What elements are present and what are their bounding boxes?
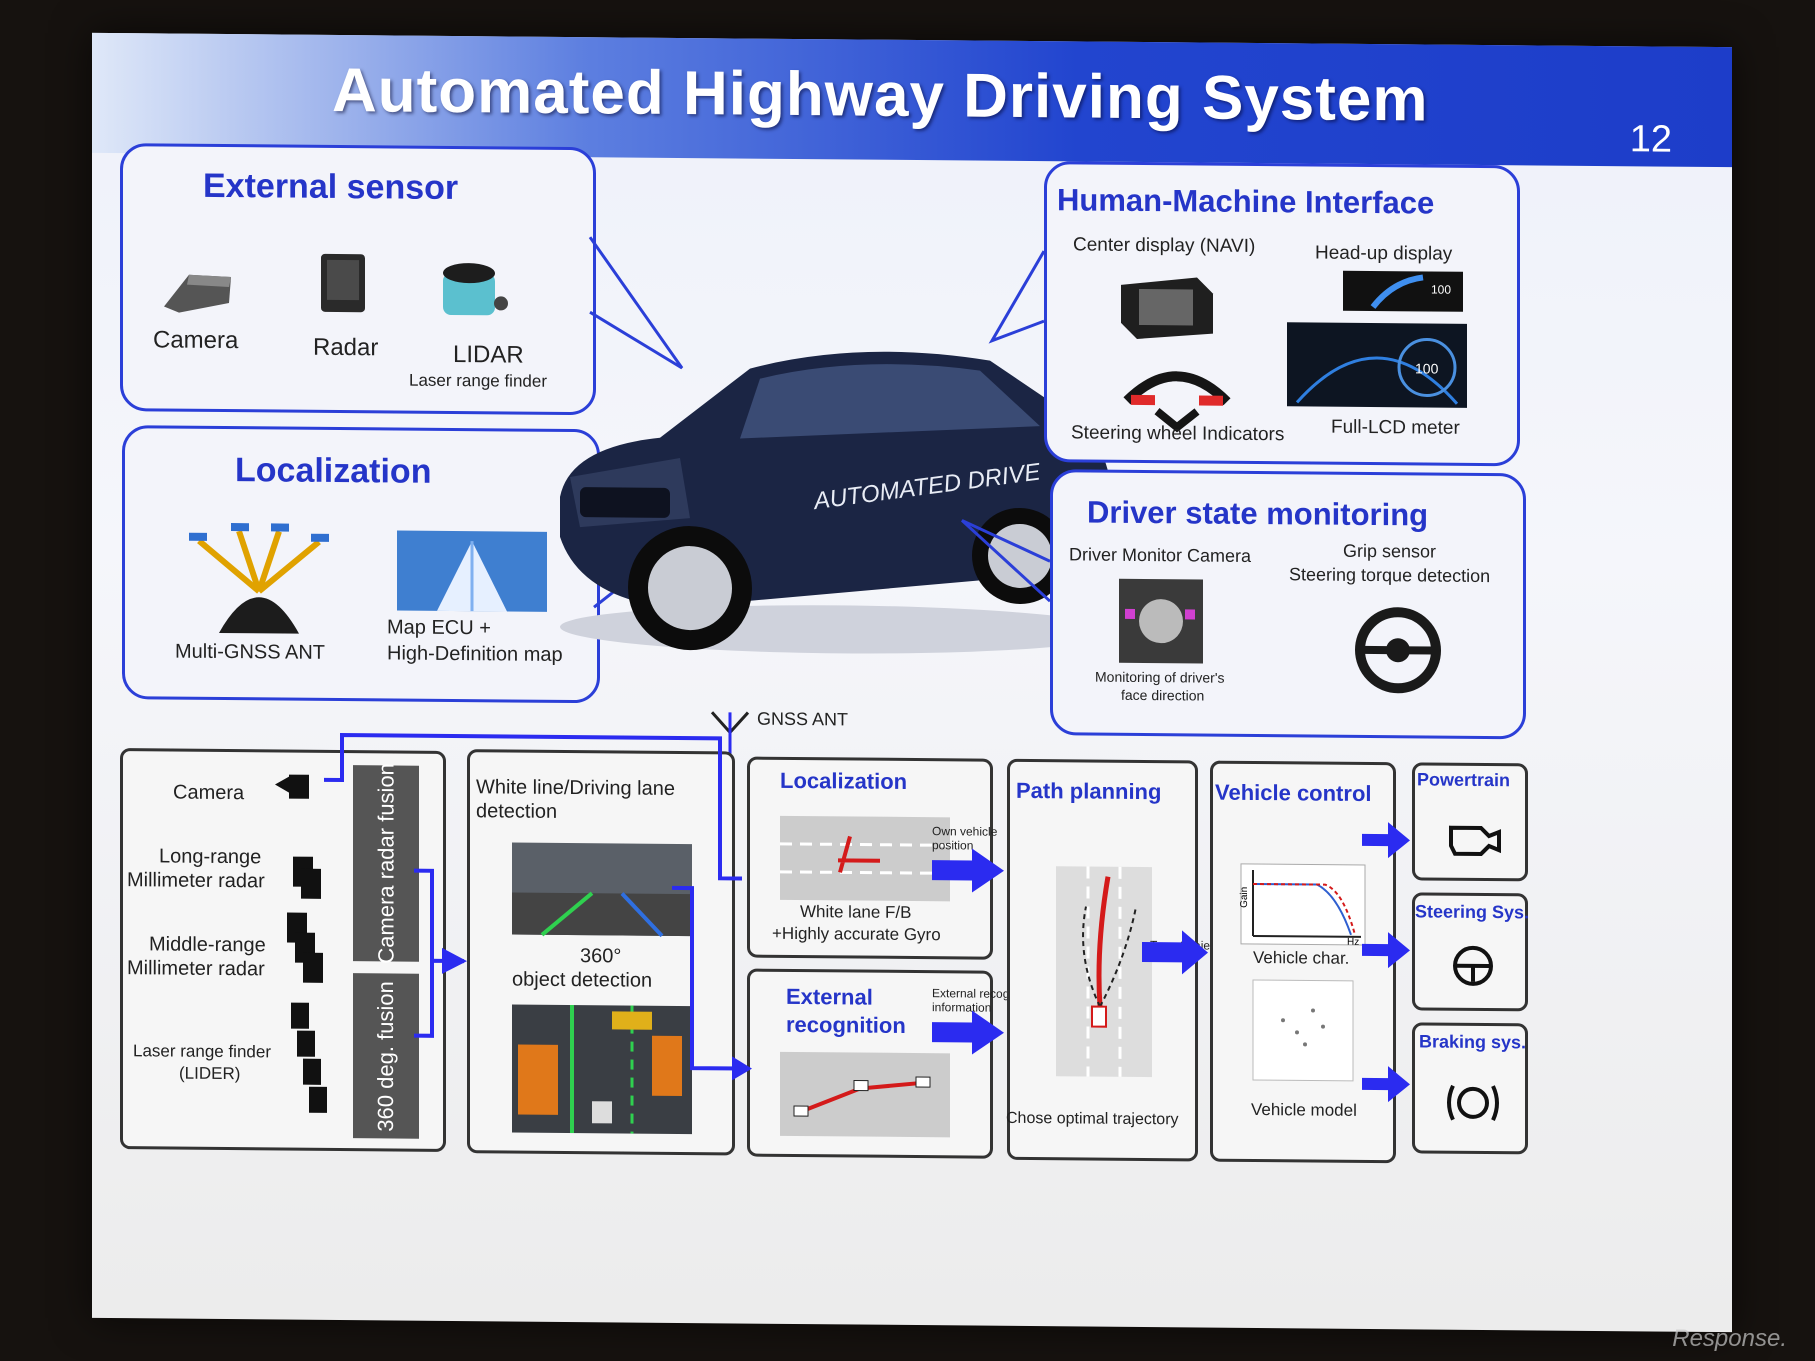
hmi-title: Human-Machine Interface bbox=[1057, 182, 1434, 221]
object-detection-label-2: object detection bbox=[512, 969, 652, 993]
monitor-face-label-1: Monitoring of driver's bbox=[1095, 669, 1225, 686]
braking-box: Braking sys. bbox=[1412, 1022, 1528, 1154]
vehicle-model-image bbox=[1253, 980, 1353, 1081]
center-display-label: Center display (NAVI) bbox=[1073, 234, 1255, 258]
middle-range-label-1: Middle-range bbox=[149, 933, 266, 957]
radar-label: Radar bbox=[313, 334, 378, 363]
radar-icon bbox=[313, 250, 373, 323]
vehicle-control-title: Vehicle control bbox=[1215, 780, 1372, 807]
lidar-sublabel: Laser range finder bbox=[409, 371, 547, 392]
external-sensor-panel: External sensor Camera Radar LIDAR Laser… bbox=[120, 143, 596, 415]
driver-camera-label: Driver Monitor Camera bbox=[1069, 544, 1251, 567]
hd-map-label: High-Definition map bbox=[387, 642, 563, 667]
path-planning-image bbox=[1056, 866, 1152, 1077]
flow-connectors bbox=[92, 33, 102, 43]
360-fusion-label: 360 deg. fusion bbox=[373, 981, 399, 1132]
steering-wheel-icon bbox=[1353, 605, 1443, 696]
external-sensor-title: External sensor bbox=[203, 167, 458, 208]
torque-label: Steering torque detection bbox=[1289, 564, 1490, 587]
center-display-icon bbox=[1117, 273, 1217, 344]
vehicle-char-label: Vehicle char. bbox=[1253, 948, 1349, 969]
steering-box: Steering Sys. bbox=[1412, 892, 1528, 1011]
powertrain-label: Powertrain bbox=[1417, 769, 1510, 791]
own-position-label-2: position bbox=[932, 838, 973, 852]
lidar-icon bbox=[435, 251, 515, 324]
localization-title: Localization bbox=[235, 451, 431, 492]
white-line-title-2: detection bbox=[476, 800, 557, 824]
external-info-label-2: information bbox=[932, 1000, 991, 1015]
external-recognition-title-2: recognition bbox=[786, 1012, 906, 1039]
gnss-label: Multi-GNSS ANT bbox=[175, 641, 325, 665]
lane-camera-image bbox=[512, 843, 692, 937]
slide: Automated Highway Driving System 12 Exte… bbox=[92, 33, 1732, 1332]
camera-radar-fusion-band: Camera radar fusion bbox=[353, 765, 419, 962]
braking-label: Braking sys. bbox=[1419, 1031, 1526, 1053]
lcd-speed: 100 bbox=[1415, 360, 1439, 376]
path-planning-title: Path planning bbox=[1016, 778, 1161, 805]
white-lane-label: White lane F/B bbox=[800, 902, 912, 923]
driver-state-title: Driver state monitoring bbox=[1087, 495, 1428, 534]
laser-label-1: Laser range finder bbox=[133, 1041, 271, 1062]
lidar-label: LIDAR bbox=[453, 341, 524, 370]
long-range-label-1: Long-range bbox=[159, 845, 261, 869]
360-fusion-band: 360 deg. fusion bbox=[353, 973, 419, 1139]
page-number: 12 bbox=[1630, 118, 1672, 161]
map-ecu-label: Map ECU + bbox=[387, 616, 491, 640]
external-recognition-title-1: External bbox=[786, 984, 873, 1011]
hz-axis-label: Hz bbox=[1347, 937, 1359, 948]
flow-localization-box: Localization White lane F/B +Highly accu… bbox=[747, 757, 993, 960]
camera-label: Camera bbox=[153, 326, 238, 355]
camera-radar-fusion-label: Camera radar fusion bbox=[373, 763, 399, 964]
steering-indicator-icon bbox=[1117, 361, 1237, 432]
object-detection-image bbox=[512, 1005, 692, 1135]
lcd-meter-icon: 100 bbox=[1287, 322, 1467, 408]
hud-icon: 100 bbox=[1343, 271, 1463, 312]
hd-map-icon bbox=[397, 531, 547, 612]
laser-label-2: (LIDER) bbox=[179, 1064, 240, 1085]
detection-box: White line/Driving lane detection 360° o… bbox=[467, 749, 735, 1155]
chose-trajectory-label: Chose optimal trajectory bbox=[1006, 1110, 1179, 1130]
brake-icon bbox=[1445, 1078, 1501, 1128]
flow-localization-title: Localization bbox=[780, 768, 907, 795]
vehicle-char-chart: Gain Hz bbox=[1241, 864, 1365, 945]
driver-camera-icon bbox=[1119, 579, 1203, 664]
hud-label: Head-up display bbox=[1315, 243, 1452, 266]
steering-indicators-label: Steering wheel Indicators bbox=[1071, 422, 1284, 446]
grip-sensor-label: Grip sensor bbox=[1343, 541, 1436, 563]
hud-speed: 100 bbox=[1431, 283, 1451, 297]
steering-sys-icon bbox=[1451, 944, 1495, 988]
localization-lane-image bbox=[780, 816, 950, 901]
car-image: AUTOMATED DRIVE bbox=[540, 327, 1120, 662]
recognition-image bbox=[780, 1052, 950, 1137]
sensors-box: Camera Long-range Millimeter radar Middl… bbox=[120, 748, 446, 1152]
gyro-label: +Highly accurate Gyro bbox=[772, 924, 941, 945]
gnss-antenna-icon bbox=[179, 521, 339, 642]
vehicle-model-label: Vehicle model bbox=[1251, 1100, 1357, 1121]
slide-title: Automated Highway Driving System bbox=[332, 55, 1429, 136]
flow-camera-label: Camera bbox=[173, 782, 244, 806]
sensor-blocks-icon bbox=[273, 772, 353, 1123]
engine-icon bbox=[1445, 818, 1501, 858]
steering-label: Steering Sys. bbox=[1415, 901, 1529, 923]
own-position-label-1: Own vehicle bbox=[932, 824, 997, 839]
vehicle-control-box: Vehicle control Gain Hz Vehicle char. Ve… bbox=[1210, 761, 1396, 1164]
lcd-meter-label: Full-LCD meter bbox=[1331, 417, 1460, 440]
gnss-ant-label: GNSS ANT bbox=[757, 709, 848, 731]
hmi-panel: Human-Machine Interface Center display (… bbox=[1044, 161, 1520, 466]
monitor-face-label-2: face direction bbox=[1121, 687, 1204, 704]
powertrain-box: Powertrain bbox=[1412, 762, 1528, 881]
gain-axis-label: Gain bbox=[1239, 887, 1250, 908]
driver-state-panel: Driver state monitoring Driver Monitor C… bbox=[1050, 469, 1526, 739]
long-range-label-2: Millimeter radar bbox=[127, 869, 265, 893]
object-detection-label-1: 360° bbox=[580, 945, 621, 968]
localization-panel: Localization Multi-GNSS ANT Map ECU + Hi… bbox=[122, 425, 600, 703]
watermark: Response. bbox=[1672, 1325, 1787, 1353]
camera-icon bbox=[159, 266, 239, 317]
white-line-title-1: White line/Driving lane bbox=[476, 776, 675, 801]
middle-range-label-2: Millimeter radar bbox=[127, 957, 265, 981]
